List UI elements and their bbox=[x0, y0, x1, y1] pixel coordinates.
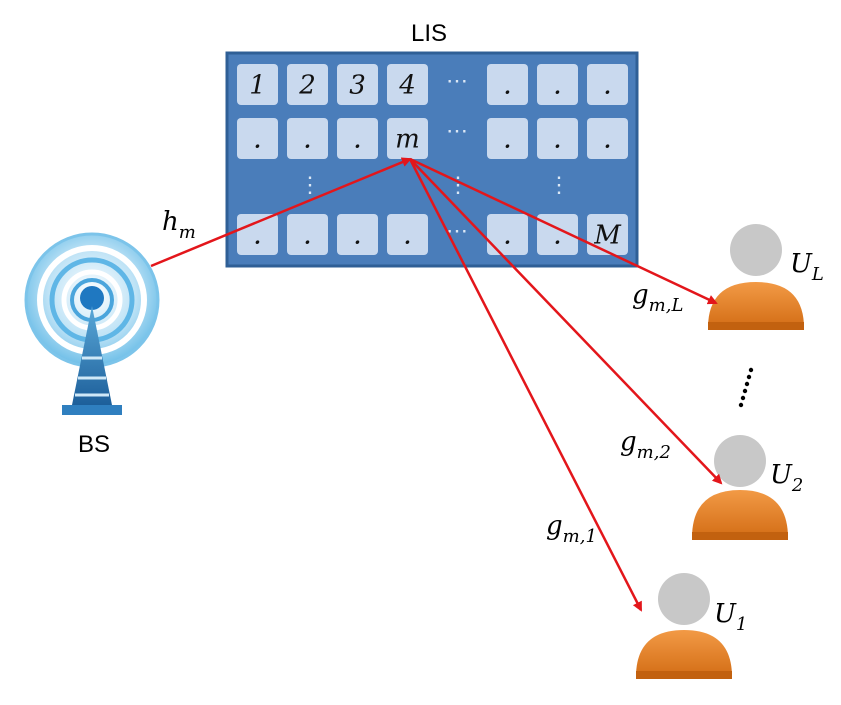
lis-element-label-r1-c2: 2 bbox=[298, 71, 316, 101]
lis-element-r2-c2 bbox=[287, 118, 328, 159]
lis-element-r2-c8 bbox=[587, 118, 628, 159]
lis-element-r1-c7 bbox=[537, 64, 578, 105]
lis-element-r2-c7 bbox=[537, 118, 578, 159]
lis-element-r2-c6 bbox=[487, 118, 528, 159]
lis-element-label-r2-c8: . bbox=[603, 122, 612, 155]
label-user-1: U1 bbox=[714, 599, 747, 635]
lis-element-label-r2-c7: . bbox=[553, 122, 562, 155]
lis-element-r1-c1 bbox=[237, 64, 278, 105]
lis-element-label-r3-c3: . bbox=[353, 218, 362, 251]
lis-hdots-row2: ⋯ bbox=[446, 119, 468, 144]
arrow-bs-to-lis bbox=[150, 157, 412, 268]
lis-element-r3-c4 bbox=[387, 214, 428, 255]
lis-element-label-r1-c4: 4 bbox=[398, 71, 416, 101]
lis-vdots-left: ⋮ bbox=[299, 173, 321, 198]
lis-element-label-r1-c6: . bbox=[503, 68, 512, 101]
lis-element-label-r2-c3: . bbox=[353, 122, 362, 155]
lis-element-label-r1-c7: . bbox=[553, 68, 562, 101]
lis-title: LIS bbox=[411, 20, 447, 47]
base-station-icon bbox=[24, 232, 160, 415]
lis-element-label-r3-c6: . bbox=[503, 218, 512, 251]
lis-hdots-row1: ⋯ bbox=[446, 69, 468, 94]
user-2-icon bbox=[692, 435, 788, 540]
lis-element-r1-c3 bbox=[337, 64, 378, 105]
lis-element-label-r2-c6: . bbox=[503, 122, 512, 155]
lis-element-r3-c6 bbox=[487, 214, 528, 255]
lis-element-r3-c2 bbox=[287, 214, 328, 255]
label-g-m1: gm,1 bbox=[546, 511, 597, 547]
label-g-m2: gm,2 bbox=[620, 427, 671, 463]
lis-element-r1-c8 bbox=[587, 64, 628, 105]
lis-element-label-r3-c8: M bbox=[593, 221, 622, 251]
user-1-icon bbox=[636, 573, 732, 679]
lis-element-label-r1-c1: 1 bbox=[249, 71, 266, 101]
lis-element-r3-c1 bbox=[237, 214, 278, 255]
lis-element-label-r2-c4: m bbox=[395, 125, 420, 155]
lis-elements: 1 2 3 4...... m......... M bbox=[237, 64, 628, 255]
lis-element-label-r3-c2: . bbox=[303, 218, 312, 251]
lis-element-label-r2-c2: . bbox=[303, 122, 312, 155]
lis-element-r1-c2 bbox=[287, 64, 328, 105]
lis-element-label-r1-c8: . bbox=[603, 68, 612, 101]
lis-element-r3-c8 bbox=[587, 214, 628, 255]
arrow-lis-to-user-2 bbox=[409, 158, 723, 485]
lis-element-label-r3-c4: . bbox=[403, 218, 412, 251]
lis-element-label-r1-c3: 3 bbox=[349, 71, 366, 101]
arrow-lis-to-user-1 bbox=[408, 158, 643, 612]
users-ellipsis bbox=[738, 367, 754, 408]
lis-element-label-r2-c1: . bbox=[253, 122, 262, 155]
bs-label: BS bbox=[78, 431, 110, 458]
label-h-m: hm bbox=[162, 207, 196, 243]
user-L-icon bbox=[708, 224, 804, 330]
label-g-mL: gm,L bbox=[632, 280, 683, 316]
lis-element-r2-c3 bbox=[337, 118, 378, 159]
lis-element-r1-c6 bbox=[487, 64, 528, 105]
lis-element-r2-c1 bbox=[237, 118, 278, 159]
label-user-L: UL bbox=[790, 249, 824, 285]
label-user-2: U2 bbox=[770, 460, 803, 496]
lis-element-label-r3-c7: . bbox=[553, 218, 562, 251]
lis-hdots-row3: ⋯ bbox=[446, 219, 468, 244]
lis-element-r1-c4 bbox=[387, 64, 428, 105]
lis-element-label-r3-c1: . bbox=[253, 218, 262, 251]
lis-vdots-right: ⋮ bbox=[548, 173, 570, 198]
lis-element-r2-c4 bbox=[387, 118, 428, 159]
arrow-lis-to-user-L bbox=[409, 157, 718, 305]
lis-element-r3-c3 bbox=[337, 214, 378, 255]
